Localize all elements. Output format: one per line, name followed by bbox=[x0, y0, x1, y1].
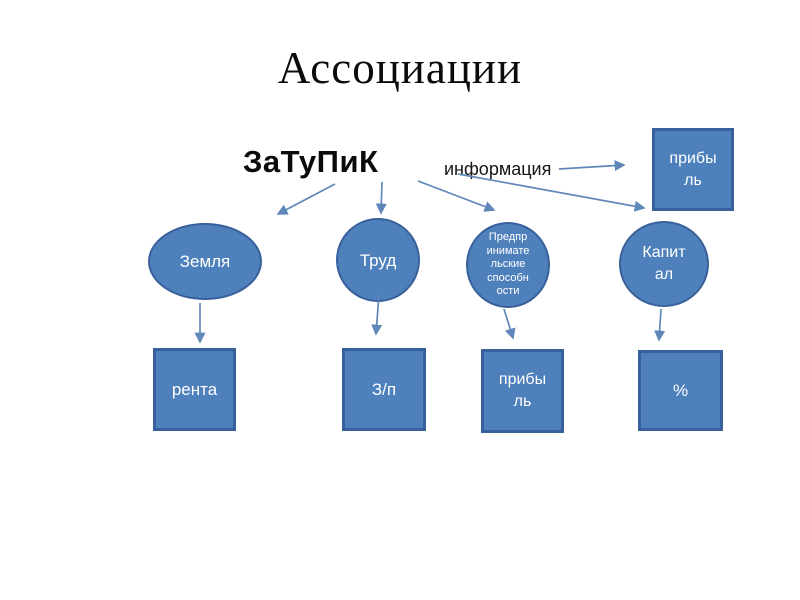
factor-capital-label: Капит bbox=[642, 244, 686, 261]
factor-entrepreneurship-label: способн bbox=[487, 271, 529, 284]
arrow-mnemonic-to-labor bbox=[375, 181, 387, 215]
arrow-mnemonic-to-land bbox=[276, 183, 336, 215]
profit-top-box-label: ль bbox=[684, 171, 702, 189]
factor-entrepreneurship-ellipse: Предпр инимате льские способн ости bbox=[466, 222, 550, 308]
factor-entrepreneurship-label: ости bbox=[496, 285, 520, 298]
factor-entrepreneurship-label: Предпр bbox=[488, 231, 528, 244]
factor-capital-label: ал bbox=[654, 266, 674, 283]
factor-land-ellipse: Земля bbox=[148, 223, 262, 300]
arrow-mnemonic-to-entrepreneurship bbox=[417, 180, 496, 212]
income-percent-box: % bbox=[638, 350, 723, 431]
factor-entrepreneurship-label: льские bbox=[490, 258, 526, 271]
profit-top-box: прибы ль bbox=[652, 128, 734, 211]
arrow-info-to-profit-top bbox=[558, 160, 626, 172]
profit-top-box-label: прибы bbox=[669, 149, 717, 167]
arrow-entrepreneurship-to-profit bbox=[503, 308, 516, 340]
income-salary-box: З/п bbox=[342, 348, 426, 431]
information-label: информация bbox=[444, 159, 552, 179]
arrow-capital-to-percent bbox=[654, 308, 666, 342]
income-percent-label: % bbox=[672, 381, 689, 400]
income-profit-label: прибы bbox=[498, 371, 547, 388]
slide-title: Ассоциации bbox=[277, 43, 523, 93]
factor-capital-ellipse: Капит ал bbox=[619, 221, 709, 307]
income-rent-label: рента bbox=[171, 380, 218, 399]
income-rent-box: рента bbox=[153, 348, 236, 431]
income-salary-label: З/п bbox=[371, 380, 397, 399]
income-profit-box: прибы ль bbox=[481, 349, 564, 433]
factor-labor-ellipse: Труд bbox=[336, 218, 420, 302]
mnemonic-label: ЗаТуПиК bbox=[243, 144, 379, 179]
factor-entrepreneurship-label: инимате bbox=[486, 244, 530, 257]
income-profit-label: ль bbox=[513, 393, 532, 410]
factor-land-label: Земля bbox=[179, 252, 231, 271]
factor-labor-label: Труд bbox=[359, 250, 397, 270]
